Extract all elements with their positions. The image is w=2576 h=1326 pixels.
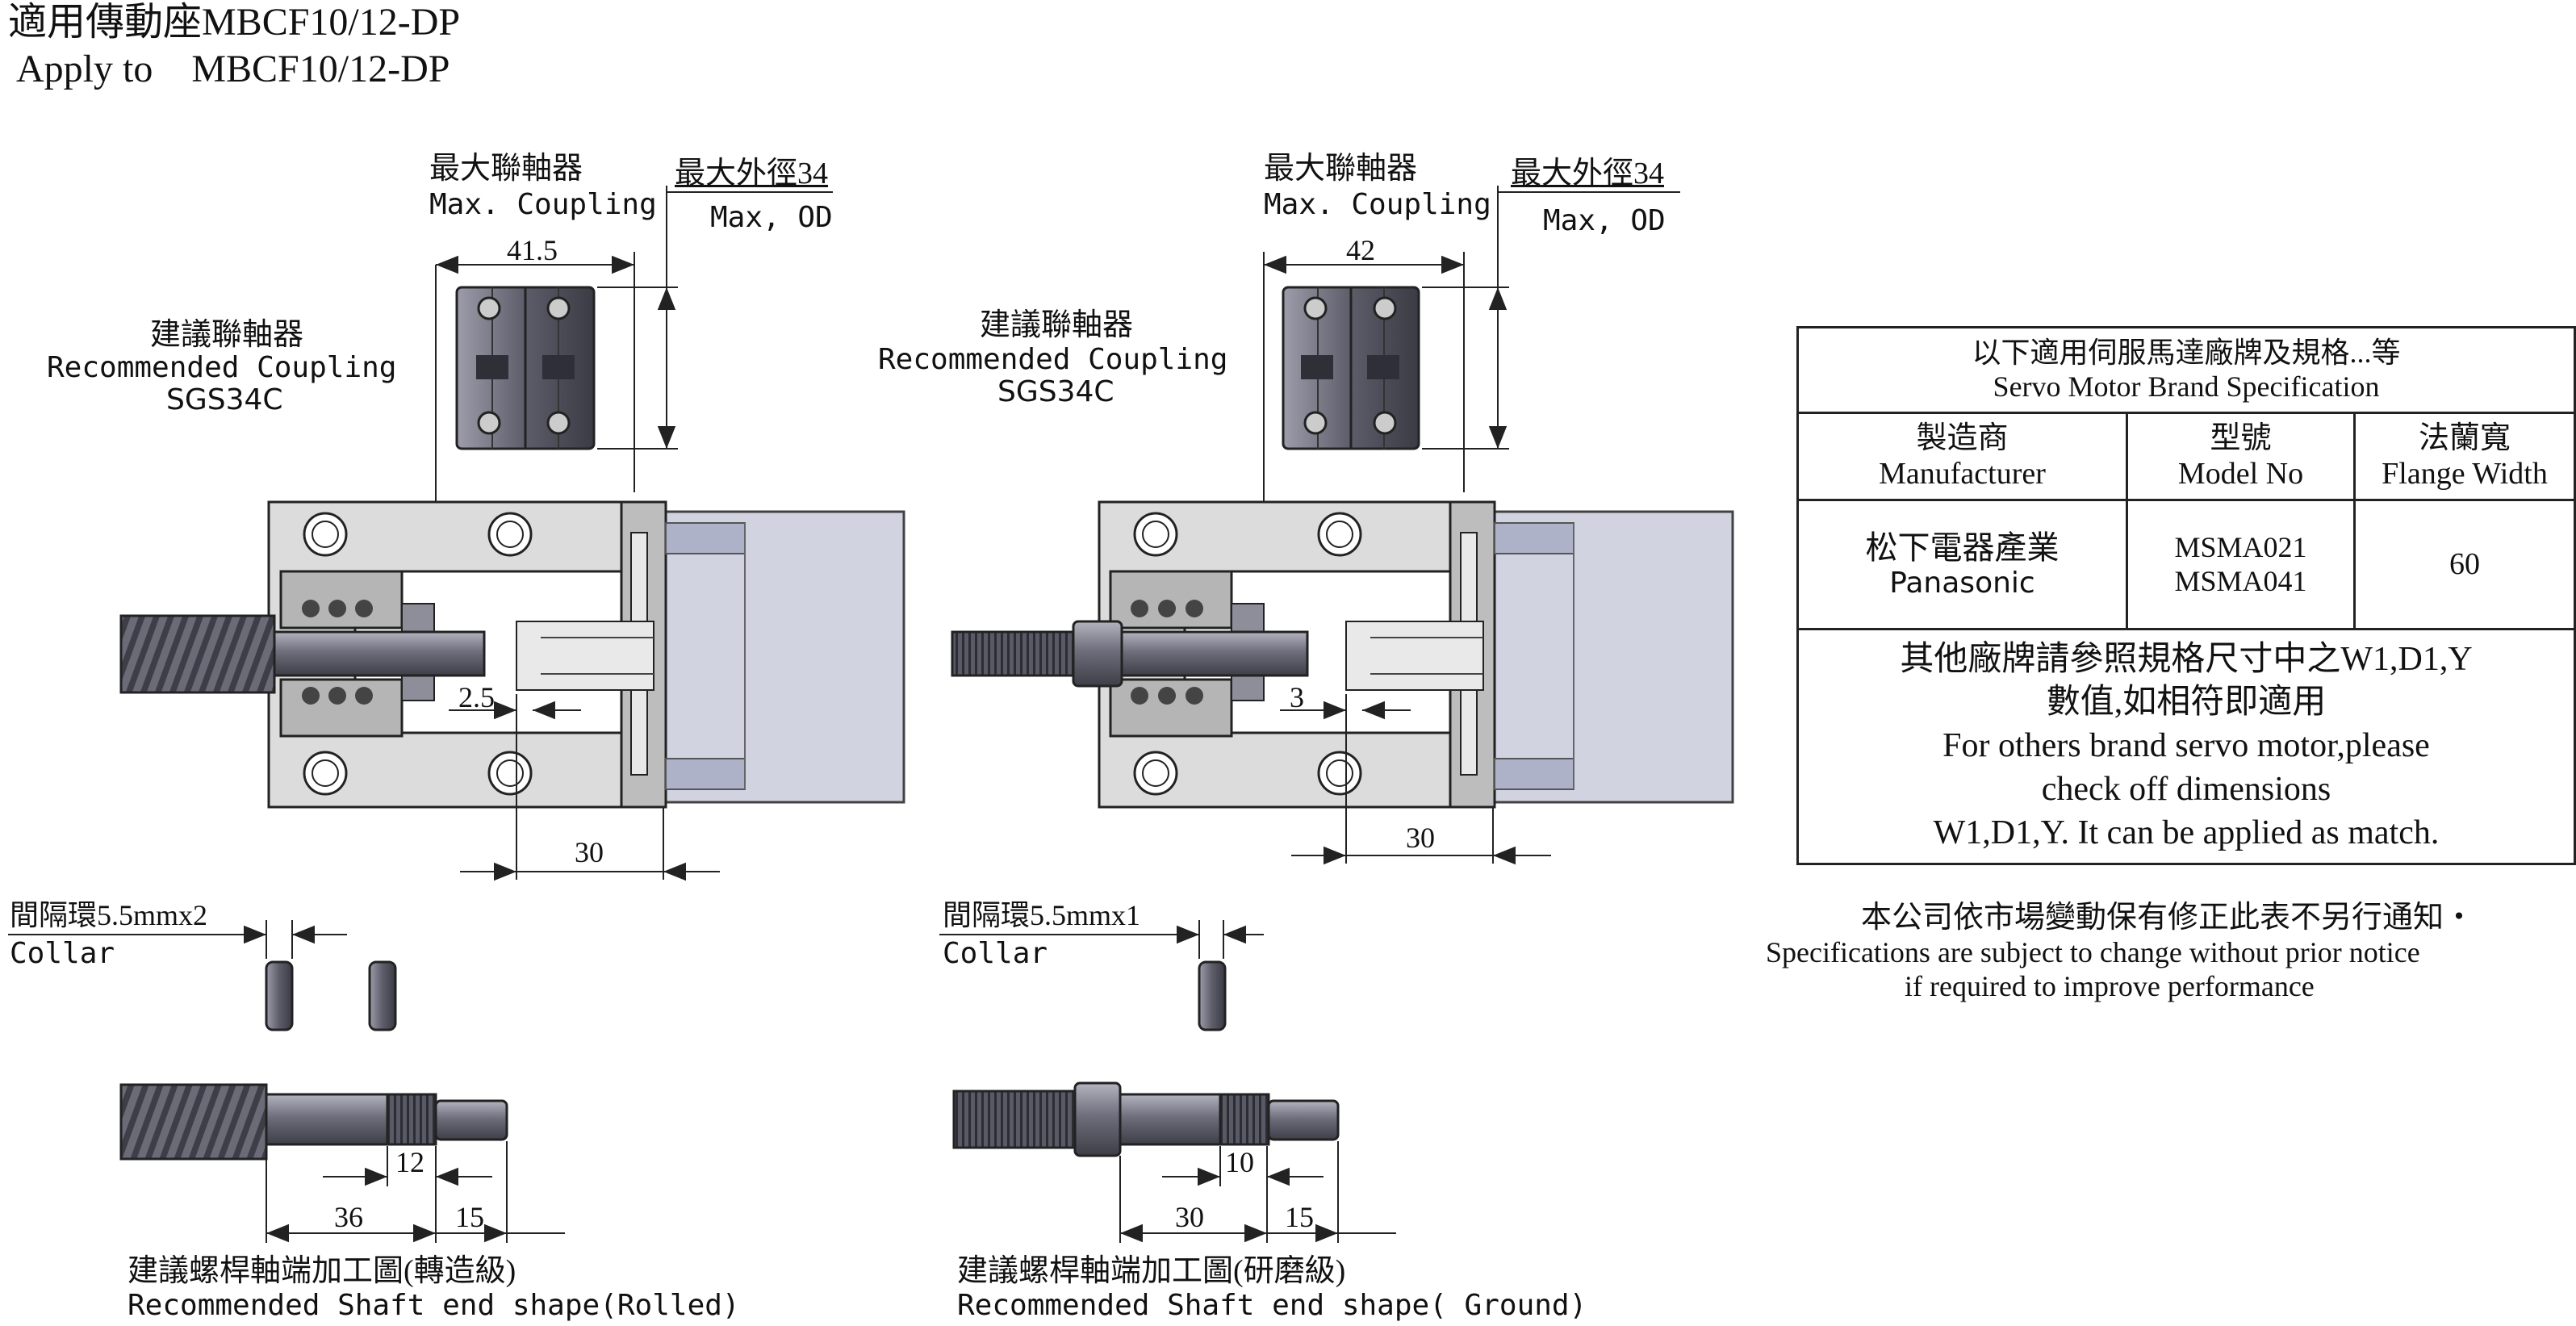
table-title: 以下適用伺服馬達廠牌及規格...等 Servo Motor Brand Spec… — [1799, 328, 2574, 414]
left-max-od-en: Max, OD — [710, 201, 833, 234]
left-coupling — [455, 286, 596, 450]
left-shaft-dim-36: 36 — [334, 1201, 363, 1233]
right-shaft-dim-30: 30 — [1175, 1201, 1204, 1233]
row-model: MSMA021 MSMA041 — [2128, 501, 2356, 630]
right-shaft-dim-15: 15 — [1285, 1201, 1314, 1233]
right-collar-zh: 間隔環5.5mmx1 — [943, 899, 1141, 931]
header-model-en: Model No — [2177, 456, 2304, 491]
left-shaft-dim-15: 15 — [455, 1201, 484, 1233]
right-dim-30: 30 — [1406, 822, 1435, 854]
right-rec-coupling-en: Recommended Coupling — [878, 343, 1228, 376]
collar-3 — [1198, 960, 1227, 1031]
flange-value: 60 — [2449, 546, 2480, 581]
note-zh-1: 其他廠牌請參照規格尺寸中之W1,D1,Y — [1900, 640, 2473, 678]
right-shaft-caption-en: Recommended Shaft end shape( Ground) — [957, 1289, 1587, 1322]
right-max-od-en: Max, OD — [1543, 204, 1666, 237]
title-en: Apply to MBCF10/12-DP — [16, 48, 450, 90]
right-shaft-dim-10: 10 — [1225, 1146, 1254, 1178]
right-gap-dim: 3 — [1290, 681, 1304, 713]
header-manufacturer-en: Manufacturer — [1879, 456, 2046, 491]
right-assembly — [939, 186, 1734, 1243]
header-model: 型號 Model No — [2128, 414, 2356, 501]
header-flange-en: Flange Width — [2382, 456, 2548, 491]
manufacturer-zh: 松下電器產業 — [1865, 529, 2060, 566]
right-max-coupling-en: Max. Coupling — [1264, 188, 1491, 221]
left-dim-30: 30 — [575, 836, 604, 868]
header-manufacturer: 製造商 Manufacturer — [1799, 414, 2128, 501]
right-coupling-width: 42 — [1346, 234, 1375, 266]
note-zh-2: 數值,如相符即適用 — [2046, 684, 2327, 722]
right-shaft-caption-zh: 建議螺桿軸端加工圖(研磨級) — [957, 1254, 1346, 1288]
right-rec-coupling-model: SGS34C — [997, 375, 1114, 408]
right-shaft-end — [952, 1081, 1340, 1157]
left-shaft-end — [119, 1083, 508, 1161]
right-max-od-zh: 最大外徑34 — [1511, 157, 1665, 190]
left-assembly — [8, 186, 905, 1243]
left-max-od-zh: 最大外徑34 — [675, 157, 829, 190]
left-max-coupling-zh: 最大聯軸器 — [429, 152, 583, 186]
left-rec-coupling-en: Recommended Coupling — [47, 351, 397, 384]
left-shaft-dim-12: 12 — [395, 1146, 424, 1178]
right-collar-en: Collar — [943, 937, 1048, 970]
title-zh: 適用傳動座MBCF10/12-DP — [8, 1, 461, 44]
model-2: MSMA041 — [2174, 564, 2307, 597]
right-motor — [1493, 510, 1734, 804]
left-shaft-caption-zh: 建議螺桿軸端加工圖(轉造級) — [128, 1254, 516, 1288]
left-gap-dim: 2.5 — [458, 681, 495, 713]
collar-1 — [265, 960, 294, 1031]
header-flange: 法蘭寬 Flange Width — [2356, 414, 2574, 501]
table-note: 其他廠牌請參照規格尺寸中之W1,D1,Y 數值,如相符即適用 For other… — [1799, 630, 2574, 863]
left-collar-zh: 間隔環5.5mmx2 — [10, 899, 208, 931]
notice-zh: 本公司依市場變動保有修正此表不另行通知・ — [1861, 901, 2475, 935]
left-collar-en: Collar — [10, 937, 115, 970]
note-en-1: For others brand servo motor,please — [1942, 727, 2430, 765]
servo-spec-table: 以下適用伺服馬達廠牌及規格...等 Servo Motor Brand Spec… — [1796, 326, 2576, 865]
left-max-coupling-en: Max. Coupling — [429, 188, 657, 221]
left-coupling-width: 41.5 — [507, 234, 558, 266]
notice-en-2: if required to improve performance — [1905, 970, 2315, 1002]
row-manufacturer: 松下電器產業 Panasonic — [1799, 501, 2128, 630]
manufacturer-en: Panasonic — [1889, 566, 2035, 600]
header-manufacturer-zh: 製造商 — [1916, 420, 2009, 455]
collar-2 — [368, 960, 397, 1031]
table-title-zh: 以下適用伺服馬達廠牌及規格...等 — [1972, 337, 2401, 370]
notice-en-1: Specifications are subject to change wit… — [1766, 936, 2420, 968]
table-title-en: Servo Motor Brand Specification — [1993, 370, 2380, 403]
note-en-2: check off dimensions — [2041, 770, 2331, 808]
model-1: MSMA021 — [2174, 531, 2307, 564]
right-coupling — [1282, 286, 1420, 450]
note-en-3: W1,D1,Y. It can be applied as match. — [1933, 814, 2440, 851]
header-flange-zh: 法蘭寬 — [2418, 420, 2511, 455]
left-rec-coupling-model: SGS34C — [166, 383, 283, 416]
header-model-zh: 型號 — [2210, 420, 2272, 455]
left-shaft-caption-en: Recommended Shaft end shape(Rolled) — [128, 1289, 740, 1322]
left-motor — [664, 510, 905, 804]
right-rec-coupling-zh: 建議聯軸器 — [980, 308, 1134, 342]
left-rec-coupling-zh: 建議聯軸器 — [150, 318, 304, 352]
right-max-coupling-zh: 最大聯軸器 — [1264, 152, 1418, 186]
row-flange: 60 — [2356, 501, 2574, 630]
